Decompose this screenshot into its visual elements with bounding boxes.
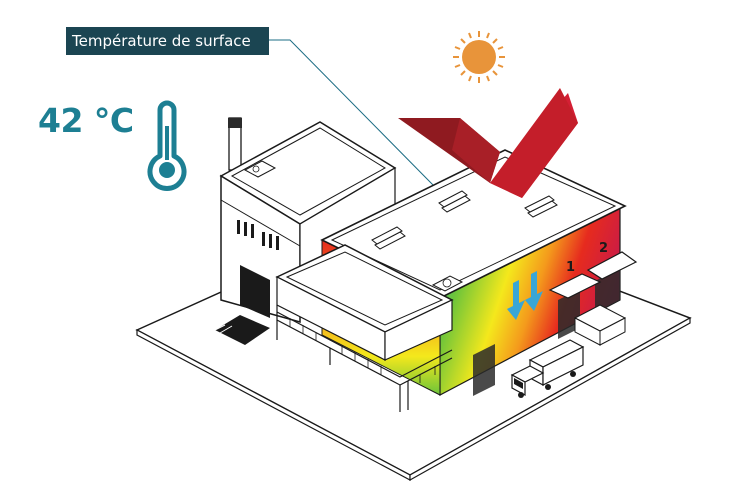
truck-icon xyxy=(510,339,585,398)
roof-skylights xyxy=(371,190,558,250)
storage-container xyxy=(573,304,627,346)
warehouse xyxy=(320,149,638,396)
surface-temperature-label: Température de surface xyxy=(66,27,269,55)
chimney xyxy=(228,117,242,171)
temperature-value: 42 °C xyxy=(38,101,134,140)
door-number-1: 1 xyxy=(566,260,575,275)
thermometer-icon xyxy=(147,100,187,191)
door-number-2: 2 xyxy=(599,241,608,256)
heat-flow-arrow-icon xyxy=(507,271,543,320)
sun-icon xyxy=(453,31,505,83)
annex-building xyxy=(275,244,454,412)
office-block xyxy=(214,121,397,345)
radiation-arrow-icon xyxy=(398,88,578,198)
